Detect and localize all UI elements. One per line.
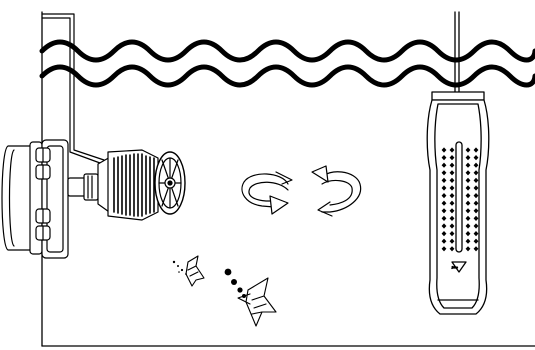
heater-vent [441, 155, 447, 161]
heater-vent [441, 246, 447, 252]
heater-vent [465, 170, 471, 176]
heater-vent [449, 246, 455, 252]
heater-vent [473, 238, 479, 244]
heater-vent [441, 147, 447, 153]
wave-pump-icon [97, 149, 186, 221]
heater-vent [465, 147, 471, 153]
heater-vent [465, 246, 471, 252]
heater-vent [449, 162, 455, 168]
heater-vent [465, 208, 471, 214]
rotation-arrows-icon [241, 165, 362, 217]
heater-vent [449, 215, 455, 221]
heater-vent [473, 200, 479, 206]
water-waves [39, 39, 535, 88]
heater-vent [465, 200, 471, 206]
heater-vent [465, 177, 471, 183]
heater-vent [441, 208, 447, 214]
heater-vent [449, 193, 455, 199]
heater-vent [473, 162, 479, 168]
heater-vent [441, 162, 447, 168]
heater-vent [473, 246, 479, 252]
heater-vent [449, 177, 455, 183]
heater-vent [441, 238, 447, 244]
heater-vents [441, 147, 479, 252]
magnet-mount-icon [1, 139, 99, 259]
heater-vent [465, 193, 471, 199]
heater-vent [465, 238, 471, 244]
heater-vent [473, 147, 479, 153]
heater-vent [465, 215, 471, 221]
heater-vent [449, 208, 455, 214]
heater-vent [473, 177, 479, 183]
heater-vent [449, 238, 455, 244]
heater-vent [473, 155, 479, 161]
heater-vent [473, 231, 479, 237]
heater-vent [465, 185, 471, 191]
heater-vent [473, 208, 479, 214]
heater-vent [473, 185, 479, 191]
heater-vent [449, 231, 455, 237]
heater-vent [441, 193, 447, 199]
heater-icon: Jebao [426, 11, 490, 315]
heater-vent [441, 231, 447, 237]
angelfish-icon [185, 255, 277, 327]
bubbles [172, 260, 246, 298]
heater-vent [465, 223, 471, 229]
heater-vent [473, 193, 479, 199]
heater-vent [473, 215, 479, 221]
heater-vent [473, 223, 479, 229]
heater-logo-text: Jebao [451, 267, 458, 269]
heater-vent [441, 223, 447, 229]
heater-vent [449, 170, 455, 176]
heater-vent [441, 170, 447, 176]
heater-vent [441, 185, 447, 191]
heater-vent [449, 185, 455, 191]
heater-vent [465, 155, 471, 161]
heater-vent [449, 223, 455, 229]
heater-vent [465, 231, 471, 237]
heater-vent [465, 162, 471, 168]
heater-vent [449, 200, 455, 206]
heater-vent [473, 170, 479, 176]
heater-vent [449, 147, 455, 153]
heater-vent [449, 155, 455, 161]
heater-vent [441, 215, 447, 221]
mount-arm [41, 13, 105, 164]
heater-vent [441, 200, 447, 206]
heater-vent [441, 177, 447, 183]
